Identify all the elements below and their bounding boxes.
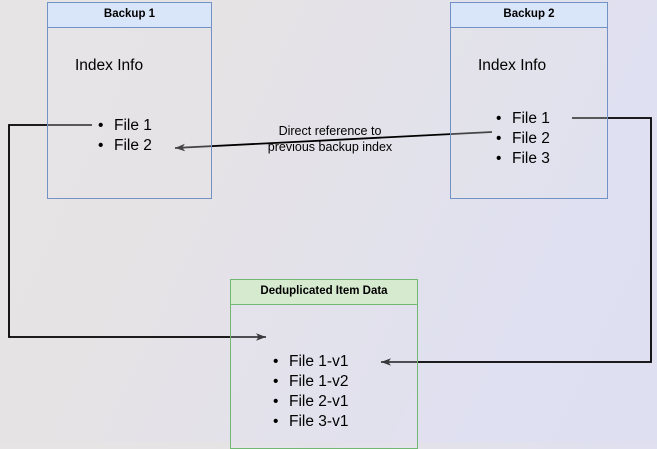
backup-2-file-list: File 1 File 2 File 3 — [496, 109, 550, 169]
backup-1-file-list: File 1 File 2 — [98, 116, 152, 156]
list-item: File 2 — [98, 136, 152, 156]
list-item: File 3 — [496, 149, 550, 169]
backup-1-index-info-label: Index Info — [75, 57, 144, 74]
node-backup-2-header: Backup 2 — [451, 3, 607, 28]
node-backup-1[interactable]: Backup 1 Index Info File 1 File 2 — [47, 2, 212, 199]
node-deduplicated-item-data-header: Deduplicated Item Data — [231, 280, 417, 305]
backup-2-index-info-label: Index Info — [478, 57, 547, 74]
list-item: File 1-v1 — [273, 352, 348, 372]
edge-label-direct-reference: Direct reference to previous backup inde… — [248, 123, 412, 155]
edge-backup2-file1-to-dedup-file1v2 — [381, 117, 652, 366]
edge-label-line-1: Direct reference to — [278, 124, 382, 138]
list-item: File 3-v1 — [273, 412, 348, 432]
node-deduplicated-item-data[interactable]: Deduplicated Item Data File 1-v1 File 1-… — [230, 279, 418, 449]
edge-backup1-file1-to-dedup-file1v1 — [8, 124, 266, 341]
node-backup-2[interactable]: Backup 2 Index Info File 1 File 2 File 3 — [450, 2, 608, 199]
node-backup-1-body: Index Info File 1 File 2 — [48, 28, 211, 198]
node-backup-1-header: Backup 1 — [48, 3, 211, 28]
list-item: File 1 — [98, 116, 152, 136]
edge-backup2-file2-to-backup1-file2 — [174, 131, 493, 152]
list-item: File 2-v1 — [273, 392, 348, 412]
list-item: File 1 — [496, 109, 550, 129]
list-item: File 1-v2 — [273, 372, 348, 392]
node-backup-2-body: Index Info File 1 File 2 File 3 — [451, 28, 607, 198]
node-deduplicated-item-data-body: File 1-v1 File 1-v2 File 2-v1 File 3-v1 — [231, 305, 417, 448]
list-item: File 2 — [496, 129, 550, 149]
dedup-file-list: File 1-v1 File 1-v2 File 2-v1 File 3-v1 — [273, 352, 348, 432]
edge-label-line-2: previous backup index — [267, 140, 393, 154]
